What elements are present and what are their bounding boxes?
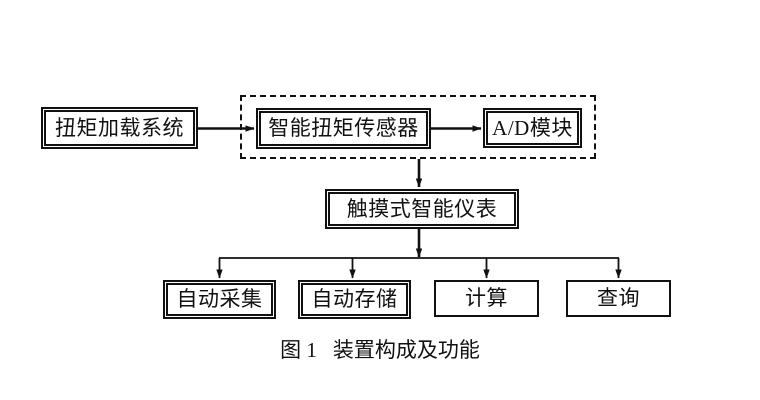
node-smart-torque-sensor: 智能扭矩传感器 [256,108,431,149]
node-auto-collect: 自动采集 [163,280,276,319]
figure-caption-number: 图 1 [280,338,317,362]
node-auto-store-label: 自动存储 [311,287,398,311]
figure-caption-text: 装置构成及功能 [332,338,480,362]
node-torque-loading-system: 扭矩加载系统 [41,107,198,149]
node-touch-smart-instrument-label: 触摸式智能仪表 [346,196,498,221]
node-smart-torque-sensor-label: 智能扭矩传感器 [268,116,419,140]
node-calculate: 计算 [434,280,539,317]
node-query: 查询 [566,280,671,317]
node-touch-smart-instrument: 触摸式智能仪表 [325,189,519,229]
figure-caption: 图 1 装置构成及功能 [0,334,760,364]
node-torque-loading-system-label: 扭矩加载系统 [55,115,184,140]
node-query-label: 查询 [597,286,640,310]
node-ad-module: A/D模块 [483,108,582,148]
node-calculate-label: 计算 [465,286,508,310]
dashed-group-frame-acquisition [240,95,596,159]
node-auto-store: 自动存储 [298,280,411,319]
node-ad-module-label: A/D模块 [492,115,573,140]
node-auto-collect-label: 自动采集 [176,287,263,311]
